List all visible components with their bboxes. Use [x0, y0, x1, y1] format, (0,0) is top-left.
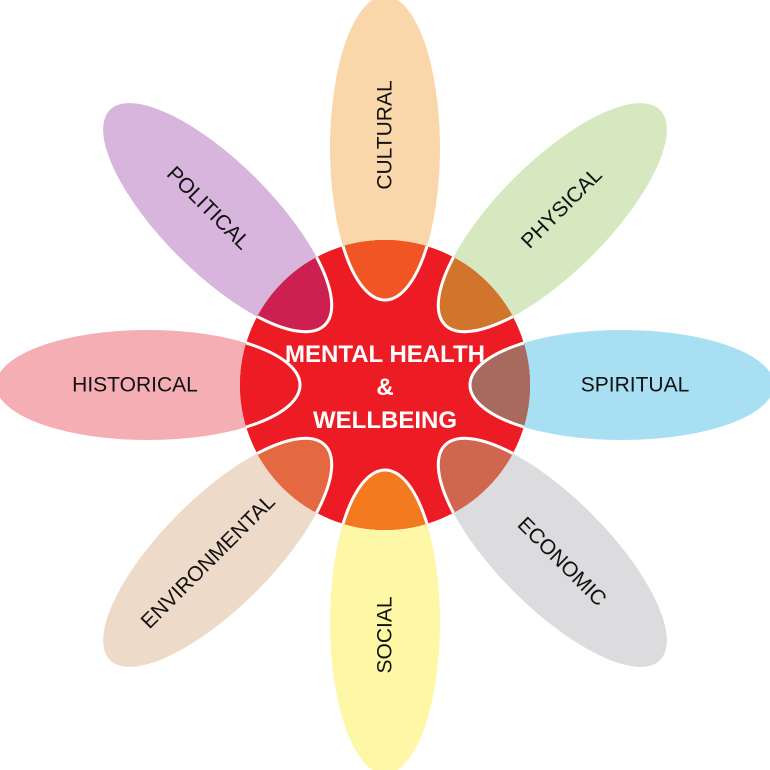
petal-environmental	[103, 438, 332, 667]
petal-outline-social	[328, 468, 442, 530]
center-title: MENTAL HEALTH & WELLBEING	[285, 341, 485, 434]
petal-label-cultural: CULTURAL	[374, 80, 397, 189]
petal-physical	[438, 103, 667, 332]
center-title-ampersand: &	[376, 374, 393, 401]
petal-outline-economic	[436, 436, 530, 530]
petal-social	[330, 470, 440, 770]
petal-outline-political	[240, 240, 334, 334]
petal-outline-environmental	[240, 436, 334, 530]
petal-label-historical: HISTORICAL	[72, 374, 198, 397]
petal-historical	[0, 330, 300, 440]
petal-political	[103, 103, 332, 332]
petal-outline-historical	[240, 328, 302, 442]
petal-spiritual	[470, 330, 770, 440]
petal-economic	[438, 438, 667, 667]
petal-label-spiritual: SPIRITUAL	[581, 374, 690, 397]
center-title-line-1: MENTAL HEALTH	[285, 341, 485, 368]
petal-outline-physical	[436, 240, 530, 334]
petal-outline-cultural	[328, 240, 442, 302]
petal-label-social: SOCIAL	[374, 596, 397, 673]
center-title-line-2: WELLBEING	[313, 407, 457, 434]
petal-outline-spiritual	[468, 328, 530, 442]
petal-cultural	[330, 0, 440, 300]
